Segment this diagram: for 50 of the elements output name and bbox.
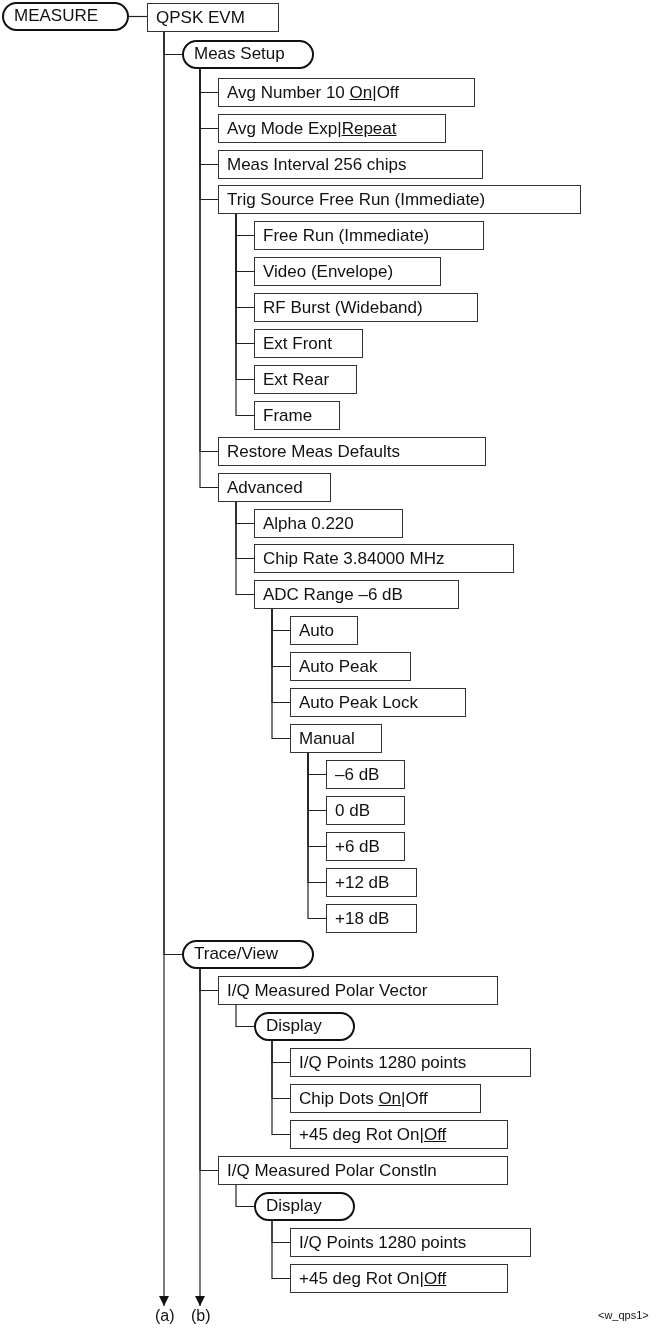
- connector-line: [271, 1040, 291, 1136]
- menu-item-box: Ext Rear: [254, 365, 357, 394]
- menu-item-box: Restore Meas Defaults: [218, 437, 486, 466]
- menu-key: Meas Setup: [182, 40, 314, 69]
- menu-item-box: Chip Rate 3.84000 MHz: [254, 544, 514, 573]
- menu-item-box: Advanced: [218, 473, 331, 502]
- connector-line: [307, 752, 327, 920]
- menu-item-box: Free Run (Immediate): [254, 221, 484, 250]
- continuation-label: (b): [191, 1306, 211, 1326]
- menu-item-box: Video (Envelope): [254, 257, 441, 286]
- continuation-label: (a): [155, 1306, 175, 1326]
- menu-item-box: Auto Peak: [290, 652, 411, 681]
- connector-line: [271, 1220, 291, 1280]
- connector-line: [235, 501, 255, 596]
- menu-item-box: Frame: [254, 401, 340, 430]
- connector-line: [235, 213, 255, 417]
- menu-item-box: –6 dB: [326, 760, 405, 789]
- menu-item-box: +12 dB: [326, 868, 417, 897]
- menu-item-box: Alpha 0.220: [254, 509, 403, 538]
- menu-item-box: 0 dB: [326, 796, 405, 825]
- menu-item-box: +18 dB: [326, 904, 417, 933]
- menu-item-box: +6 dB: [326, 832, 405, 861]
- connector-line: [235, 1004, 255, 1028]
- menu-item-box: Manual: [290, 724, 382, 753]
- menu-item-box: Meas Interval 256 chips: [218, 150, 483, 179]
- menu-item-box: RF Burst (Wideband): [254, 293, 478, 322]
- menu-item-box: Ext Front: [254, 329, 363, 358]
- menu-item-box: Auto: [290, 616, 358, 645]
- menu-item-box: +45 deg Rot On|Off: [290, 1120, 508, 1149]
- arrow: [159, 31, 169, 1307]
- menu-item-box: QPSK EVM: [147, 3, 279, 32]
- menu-item-box: I/Q Points 1280 points: [290, 1228, 531, 1257]
- menu-item-box: Trig Source Free Run (Immediate): [218, 185, 581, 214]
- arrow: [195, 968, 205, 1307]
- menu-item-box: Avg Mode Exp|Repeat: [218, 114, 446, 143]
- menu-item-box: I/Q Points 1280 points: [290, 1048, 531, 1077]
- menu-item-box: Chip Dots On|Off: [290, 1084, 481, 1113]
- menu-item-box: +45 deg Rot On|Off: [290, 1264, 508, 1293]
- figure-reference: <w_qps1>: [598, 1309, 649, 1321]
- menu-key: Display: [254, 1192, 355, 1221]
- menu-item-box: Avg Number 10 On|Off: [218, 78, 475, 107]
- menu-item-box: I/Q Measured Polar Vector: [218, 976, 498, 1005]
- connector-line: [235, 1184, 255, 1208]
- menu-item-box: I/Q Measured Polar Constln: [218, 1156, 508, 1185]
- connector-line: [271, 608, 291, 740]
- menu-item-box: ADC Range –6 dB: [254, 580, 459, 609]
- menu-key: Trace/View: [182, 940, 314, 969]
- menu-key: Display: [254, 1012, 355, 1041]
- menu-item-box: Auto Peak Lock: [290, 688, 466, 717]
- menu-key: MEASURE: [2, 2, 129, 31]
